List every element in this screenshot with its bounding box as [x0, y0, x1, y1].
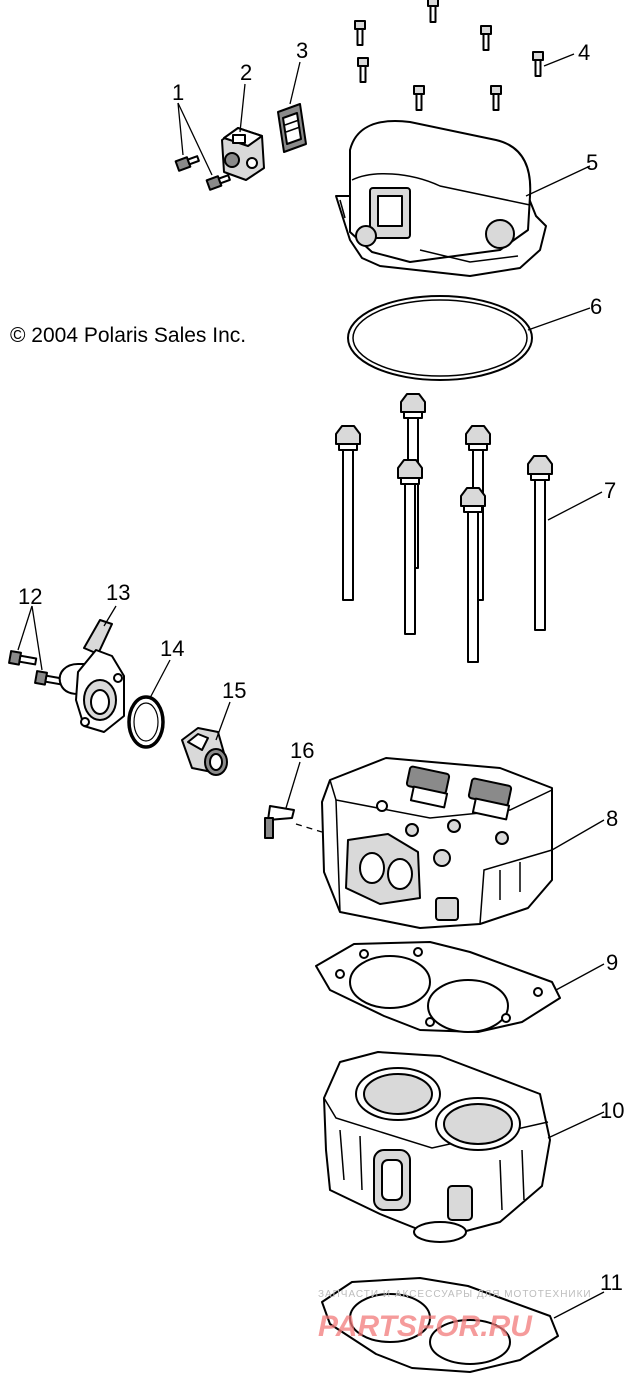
callout-9: 9	[606, 950, 618, 975]
part-7-head-bolts	[335, 393, 553, 663]
part-12-bolts	[8, 650, 64, 686]
callout-1: 1	[172, 80, 184, 105]
part-1-bolts	[174, 155, 231, 191]
callout-5: 5	[586, 150, 598, 175]
callout-7: 7	[604, 478, 616, 503]
callout-10: 10	[600, 1098, 624, 1123]
part-11-base-gasket	[321, 1277, 559, 1373]
callout-15: 15	[222, 678, 246, 703]
part-5-valve-cover	[335, 120, 547, 277]
part-14-seal-ring	[127, 695, 165, 749]
part-16-bleed-screw	[264, 805, 323, 839]
callout-14: 14	[160, 636, 184, 661]
leader-lines	[17, 53, 605, 1319]
cover-bolts	[354, 0, 544, 111]
watermark-small-text: ЗАПЧАСТИ И АКСЕССУАРЫ ДЛЯ МОТОТЕХНИКИ	[318, 1289, 592, 1300]
part-2-valve-block	[221, 127, 265, 181]
copyright-notice: © 2004 Polaris Sales Inc.	[10, 324, 246, 347]
part-13-thermostat-housing	[58, 619, 125, 733]
callout-3: 3	[296, 38, 308, 63]
callout-16: 16	[290, 738, 314, 763]
callout-2: 2	[240, 60, 252, 85]
part-15-thermostat	[181, 727, 228, 776]
callout-6: 6	[590, 294, 602, 319]
watermark: ЗАПЧАСТИ И АКСЕССУАРЫ ДЛЯ МОТОТЕХНИКИ PA…	[318, 1289, 592, 1343]
callout-labels: 1 2 3 4 5 6 7 8 9 10 11 12 13 14 15 16	[18, 38, 624, 1295]
part-10-cylinder	[323, 1051, 551, 1243]
part-9-head-gasket	[315, 941, 561, 1033]
part-6-oring	[347, 295, 533, 381]
callout-13: 13	[106, 580, 130, 605]
callout-12: 12	[18, 584, 42, 609]
callout-4: 4	[578, 40, 590, 65]
part-3-filter-plate	[277, 103, 307, 153]
watermark-logo-text: PARTSFOR.RU	[318, 1310, 533, 1343]
callout-11: 11	[600, 1270, 623, 1295]
part-8-cylinder-head	[321, 757, 553, 929]
callout-8: 8	[606, 806, 618, 831]
